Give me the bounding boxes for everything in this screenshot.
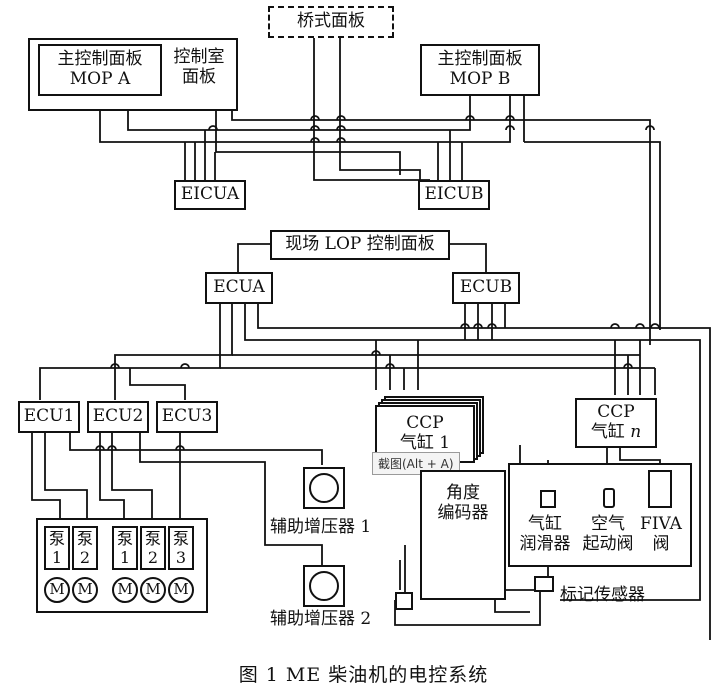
control-room-label: 控制室 面板 (173, 47, 225, 87)
motor-icon: M (44, 577, 70, 603)
mop-b-code: MOP B (449, 69, 511, 89)
bridge-panel-label: 桥式面板 (297, 11, 365, 32)
figure-caption: 图 1 ME 柴油机的电控系统 (238, 664, 489, 686)
air-start-valve-icon (603, 488, 615, 508)
cyl-lube-label: 气缸 润滑器 (519, 514, 571, 554)
pump-label: 泵 1 (48, 528, 65, 567)
motor-icon: M (72, 577, 98, 603)
aux-blower-1 (303, 467, 345, 509)
ecub-box: ECUB (452, 272, 520, 304)
mop-a-panel: 主控制面板 MOP A (38, 44, 162, 96)
marker-sensor-label: 标记传感器 (560, 585, 645, 605)
aux-blower-1-label: 辅助增压器 1 (270, 517, 372, 537)
cyl-lube-icon (540, 490, 556, 508)
motor-icon: M (168, 577, 194, 603)
mop-b-panel: 主控制面板 MOP B (420, 44, 540, 96)
bridge-panel: 桥式面板 (268, 6, 394, 38)
pump-3: 泵 1 (112, 526, 138, 570)
pump-label: 泵 2 (76, 528, 93, 567)
ecua-box: ECUA (205, 272, 273, 304)
ecu1-box: ECU1 (18, 401, 80, 433)
motor-icon: M (140, 577, 166, 603)
ecu2-box: ECU2 (87, 401, 149, 433)
pump-label: 泵 3 (172, 528, 189, 567)
ccp-cylinder-n: CCP 气缸 n (575, 398, 657, 448)
aux-blower-2-label: 辅助增压器 2 (270, 609, 372, 629)
fiva-label: FIVA 阀 (640, 514, 682, 554)
fiva-valve-icon (648, 470, 672, 508)
marker-sensor-icon (534, 576, 554, 592)
encoder-sensor-small (395, 592, 413, 610)
aux-blower-2 (303, 565, 345, 607)
pump-label: 泵 1 (116, 528, 133, 567)
lop-panel: 现场 LOP 控制面板 (270, 230, 450, 260)
mop-a-title: 主控制面板 (57, 49, 143, 70)
pump-2: 泵 2 (72, 526, 98, 570)
screenshot-tooltip: 截图(Alt + A) (372, 452, 460, 475)
mop-b-title: 主控制面板 (437, 49, 523, 70)
eicua-box: EICUA (174, 180, 246, 210)
ecu3-box: ECU3 (156, 401, 218, 433)
angle-encoder: 角度 编码器 (420, 470, 506, 600)
air-start-label: 空气 起动阀 (582, 514, 634, 554)
pump-4: 泵 2 (140, 526, 166, 570)
pump-label: 泵 2 (144, 528, 161, 567)
pump-1: 泵 1 (44, 526, 70, 570)
eicub-box: EICUB (418, 180, 490, 210)
motor-icon: M (112, 577, 138, 603)
mop-a-code: MOP A (69, 69, 131, 89)
pump-5: 泵 3 (168, 526, 194, 570)
